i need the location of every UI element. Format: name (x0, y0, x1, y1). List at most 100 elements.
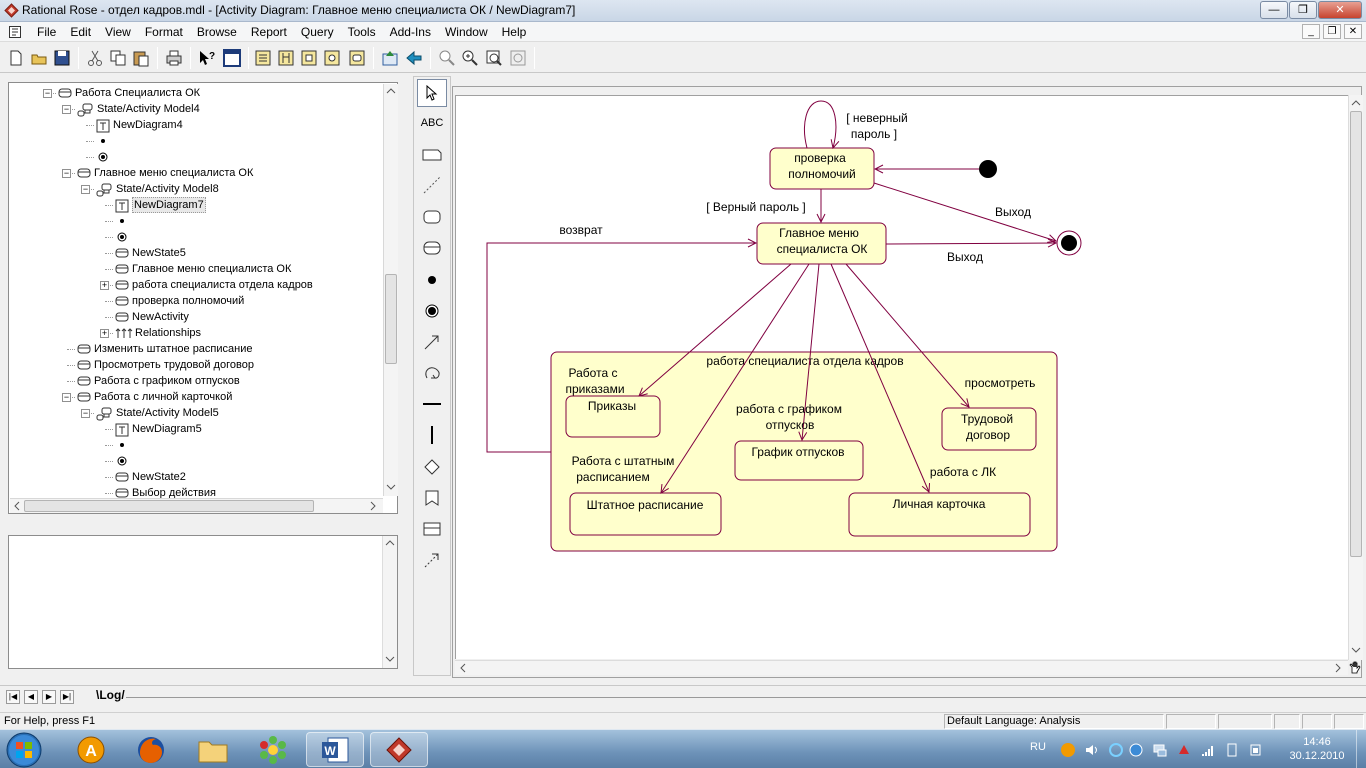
scroll-left-icon[interactable] (12, 501, 22, 511)
explorer-icon[interactable] (184, 732, 242, 767)
collapse-icon[interactable]: − (81, 408, 90, 418)
zoom-in-icon[interactable] (460, 48, 480, 68)
note-tool[interactable] (417, 140, 447, 168)
log-tab[interactable]: \Log/ (96, 688, 125, 702)
collapse-icon[interactable]: − (81, 184, 90, 194)
scroll-down-icon[interactable] (386, 482, 396, 492)
state-orders[interactable] (565, 395, 661, 438)
rational-rose-app-icon[interactable] (4, 3, 19, 18)
text-tool[interactable]: ABC (417, 109, 447, 137)
log-first-button[interactable]: |◀ (6, 690, 20, 704)
scroll-right-icon[interactable] (1333, 663, 1343, 673)
open-icon[interactable] (29, 48, 49, 68)
transition-to-card[interactable] (830, 263, 929, 492)
pointer-tool[interactable] (417, 79, 447, 107)
vertical-sync-tool[interactable] (417, 421, 447, 449)
scroll-down-icon[interactable] (1351, 645, 1361, 655)
tree-item[interactable]: NewDiagram5 (9, 421, 384, 437)
object-flow-tool[interactable] (417, 546, 447, 574)
horizontal-sync-tool[interactable] (417, 390, 447, 418)
activity-tool[interactable] (417, 234, 447, 262)
diagram-vscroll-thumb[interactable] (1350, 111, 1362, 557)
tree-item[interactable]: NewState5 (9, 245, 384, 261)
browser-hscroll-thumb[interactable] (24, 500, 314, 512)
tree-item[interactable]: −State/Activity Model5 (9, 405, 384, 421)
expand-icon[interactable]: + (100, 280, 109, 290)
menu-report[interactable]: Report (250, 25, 287, 39)
rational-rose-icon[interactable] (370, 732, 428, 767)
browse-deployment-icon[interactable] (322, 48, 342, 68)
tree-item[interactable]: −State/Activity Model4 (9, 101, 384, 117)
tree-item[interactable]: Выбор действия (9, 485, 384, 501)
swimlane-tool[interactable] (417, 515, 447, 543)
transition-wrong-password[interactable] (804, 100, 836, 148)
diagram-horizontal-scrollbar[interactable] (455, 660, 1348, 675)
tree-item[interactable] (9, 229, 384, 245)
collapse-icon[interactable]: − (43, 88, 52, 98)
scroll-down-icon[interactable] (385, 654, 395, 664)
menu-format[interactable]: Format (144, 25, 183, 39)
collapse-icon[interactable]: − (62, 104, 71, 114)
scroll-up-icon[interactable] (386, 86, 396, 96)
close-button[interactable]: ✕ (1318, 1, 1362, 19)
transition-exit-from-menu[interactable] (885, 243, 1056, 244)
object-tool[interactable] (417, 484, 447, 512)
new-icon[interactable] (6, 48, 26, 68)
tree-item[interactable]: Главное меню специалиста ОК (9, 261, 384, 277)
browse-state-icon[interactable] (347, 48, 367, 68)
windows-start-icon[interactable] (4, 731, 44, 768)
transition-to-staffing[interactable] (661, 263, 810, 493)
tree-item[interactable]: +работа специалиста отдела кадров (9, 277, 384, 293)
aimp-icon[interactable]: A (62, 732, 120, 767)
view-doc-icon[interactable] (222, 48, 242, 68)
show-desktop-button[interactable] (1356, 730, 1366, 768)
menu-edit[interactable]: Edit (70, 25, 92, 39)
system-clock[interactable]: 14:46 30.12.2010 (1282, 735, 1352, 763)
menu-query[interactable]: Query (300, 25, 334, 39)
tree-item[interactable] (9, 437, 384, 453)
decision-tool[interactable] (417, 453, 447, 481)
start-state-tool[interactable] (417, 266, 447, 294)
tree-item[interactable] (9, 133, 384, 149)
menu-file[interactable]: File (37, 25, 57, 39)
tree-item[interactable]: Изменить штатное расписание (9, 341, 384, 357)
transition-to-vacation[interactable] (802, 263, 820, 440)
start-state[interactable] (979, 160, 997, 178)
end-state-tool[interactable] (417, 297, 447, 325)
tree-item[interactable]: −Работа Специалиста ОК (9, 85, 384, 101)
tree-item[interactable]: Просмотреть трудовой договор (9, 357, 384, 373)
tree-item[interactable]: NewActivity (9, 309, 384, 325)
fit-window-icon[interactable] (508, 48, 528, 68)
pan-hand-icon[interactable] (1348, 660, 1363, 675)
browse-component-icon[interactable] (299, 48, 319, 68)
transition-exit-from-check[interactable] (873, 182, 1056, 241)
browser-horizontal-scrollbar[interactable] (10, 498, 383, 513)
browse-parent-icon[interactable] (380, 48, 400, 68)
browse-class-icon[interactable] (253, 48, 273, 68)
ie-icon[interactable] (1108, 742, 1124, 758)
save-icon[interactable] (52, 48, 72, 68)
expand-icon[interactable]: + (100, 328, 109, 338)
device-icon[interactable] (1224, 742, 1240, 758)
tree-item[interactable] (9, 149, 384, 165)
cut-icon[interactable] (85, 48, 105, 68)
menu-view[interactable]: View (105, 25, 131, 39)
network-icon[interactable] (1152, 742, 1168, 758)
tray-app-icon[interactable] (1060, 742, 1076, 758)
update-icon[interactable] (1128, 742, 1144, 758)
tree-item[interactable]: −State/Activity Model8 (9, 181, 384, 197)
scroll-up-icon[interactable] (385, 538, 395, 548)
tree-item[interactable]: NewDiagram7 (9, 197, 384, 213)
minimize-button[interactable]: — (1260, 1, 1288, 19)
tree-item[interactable]: проверка полномочий (9, 293, 384, 309)
flag-icon[interactable] (1176, 742, 1192, 758)
context-help-icon[interactable]: ? (197, 48, 217, 68)
self-transition-tool[interactable] (417, 359, 447, 387)
diagram-vertical-scrollbar[interactable] (1348, 95, 1363, 660)
scroll-left-icon[interactable] (458, 663, 468, 673)
log-next-button[interactable]: ▶ (42, 690, 56, 704)
tree-item[interactable]: −Работа с личной карточкой (9, 389, 384, 405)
print-icon[interactable] (164, 48, 184, 68)
state-labor-contract[interactable] (941, 407, 1037, 451)
transition-to-contract[interactable] (845, 263, 969, 407)
